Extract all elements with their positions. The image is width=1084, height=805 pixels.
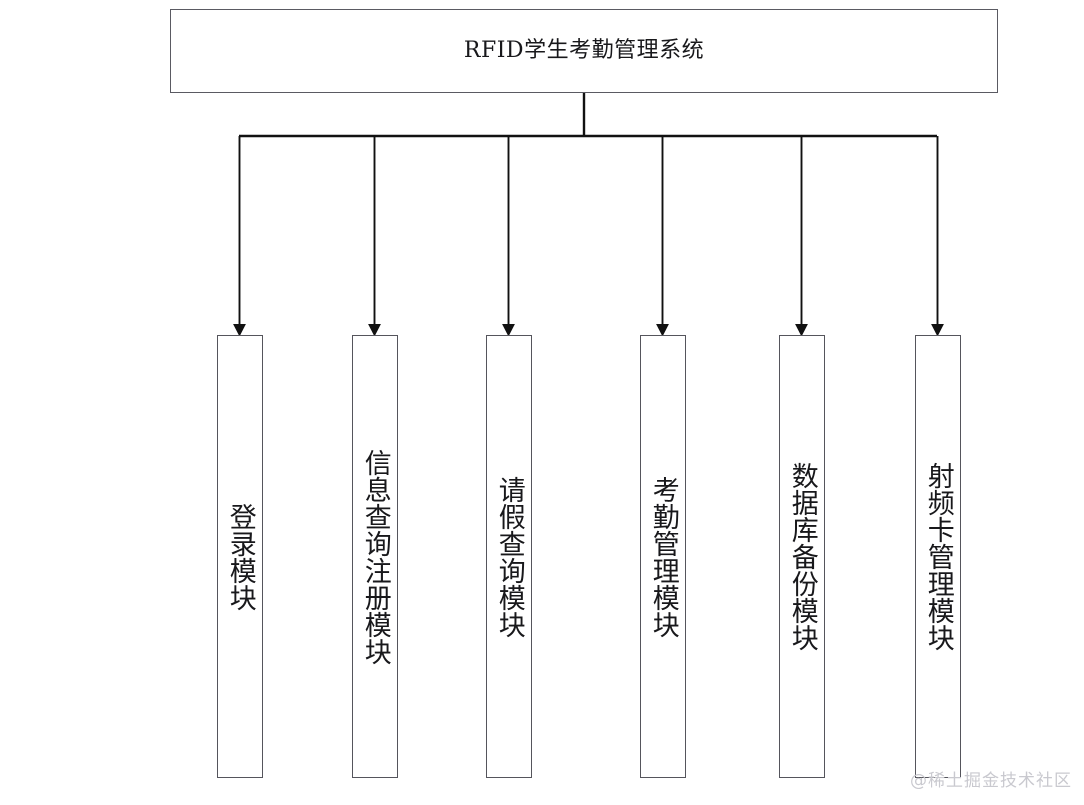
root-node-system[interactable]: RFID学生考勤管理系统 — [170, 9, 998, 93]
module-label-rf-card-management: 射频卡管理模块 — [922, 462, 954, 651]
module-label-database-backup: 数据库备份模块 — [786, 462, 818, 651]
module-node-info-query-register[interactable]: 信息查询注册模块 — [352, 335, 398, 778]
module-node-rf-card-management[interactable]: 射频卡管理模块 — [915, 335, 961, 778]
module-label-leave-query: 请假查询模块 — [493, 475, 525, 638]
module-node-database-backup[interactable]: 数据库备份模块 — [779, 335, 825, 778]
module-node-login[interactable]: 登录模块 — [217, 335, 263, 778]
module-label-attendance-management: 考勤管理模块 — [647, 475, 679, 638]
root-node-label: RFID学生考勤管理系统 — [463, 37, 705, 63]
watermark: @稀土掘金技术社区 — [910, 771, 1072, 791]
module-node-leave-query[interactable]: 请假查询模块 — [486, 335, 532, 778]
module-label-info-query-register: 信息查询注册模块 — [359, 448, 391, 665]
module-label-login: 登录模块 — [224, 502, 256, 611]
module-node-attendance-management[interactable]: 考勤管理模块 — [640, 335, 686, 778]
